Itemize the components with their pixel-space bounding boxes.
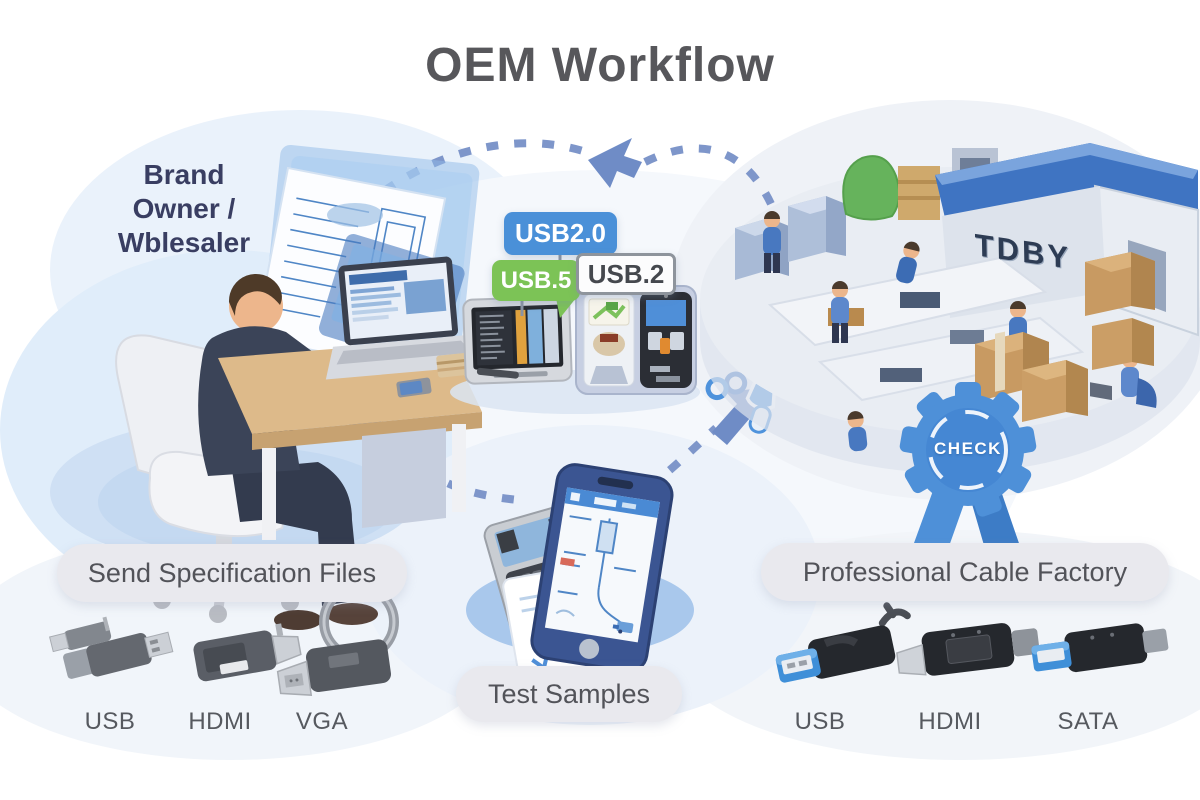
label-hdmi-right: HDMI [918,708,982,735]
sample-phone [530,463,674,673]
label-usb-left: USB [84,708,136,735]
tag-usb20: USB2.0 [504,212,617,255]
label-vga-left: VGA [295,708,349,735]
page-title: OEM Workflow [425,39,775,92]
label-sata-right: SATA [1057,708,1119,735]
factory-workers [763,211,1157,452]
desk [218,340,482,540]
tag-usb2: USB.2 [576,253,676,295]
cardboard-boxes [975,252,1155,422]
brand-owner-line1: Brand [143,159,225,190]
brand-owner-scene [50,203,494,630]
test-devices [450,255,700,414]
tag-usb5: USB.5 [492,260,580,301]
hdmi-connector-gray [193,623,302,682]
label-hdmi-left: HDMI [188,708,252,735]
test-samples-cluster [466,463,694,691]
beige-crate [898,166,940,220]
pill-professional-cable-factory: Professional Cable Factory [761,543,1169,601]
usb-connector-blue [775,602,911,683]
green-sack [842,155,901,221]
pill-test-samples: Test Samples [456,666,682,722]
brand-owner-label: Brand Owner / Wblesaler [104,158,264,260]
test-panel [575,285,697,395]
brand-owner-line2: Owner / [132,193,236,224]
cursor-arrow-icon [588,138,642,188]
cable-factory-scene [700,143,1200,473]
check-badge-label: CHECK [934,439,1002,458]
usb-connector-gray [49,616,174,679]
brand-owner-line3: Wblesaler [117,227,251,258]
sata-connector-blue [1031,623,1169,673]
label-usb-right: USB [794,708,846,735]
right-connectors [775,602,1169,683]
test-monitor [462,295,573,385]
pill-send-specification-files: Send Specification Files [57,544,407,602]
